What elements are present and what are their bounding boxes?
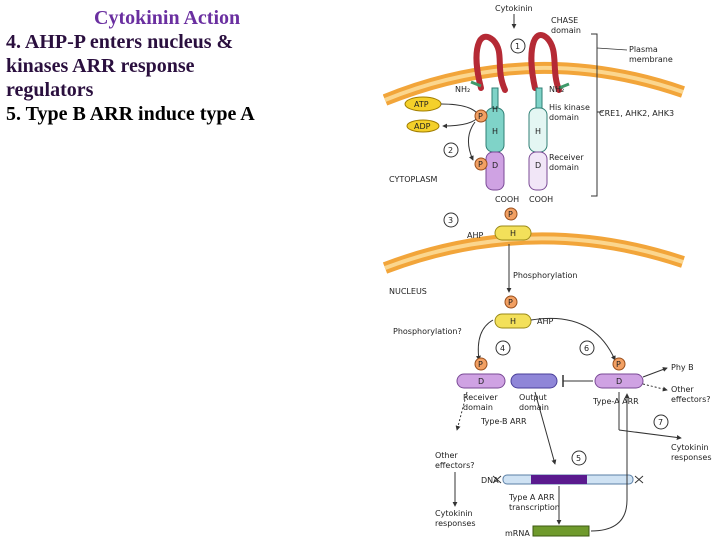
ahp-cytoplasm (494, 225, 532, 241)
svg-text:P: P (478, 112, 483, 121)
dna-label: DNA (481, 476, 499, 485)
plasma-membrane-label-1: Plasma (629, 45, 658, 54)
receptor-bracket (591, 33, 598, 197)
bullet-line-4: 5. Type B ARR induce type A (6, 103, 255, 125)
svg-text:H: H (535, 127, 541, 136)
receiver-label-2: domain (549, 163, 579, 172)
nucleus-label: NUCLEUS (389, 287, 427, 296)
his-kinase-label-2: domain (549, 113, 579, 122)
svg-text:H: H (510, 317, 516, 326)
mrna-bar (532, 525, 590, 537)
phosphorylation-q-label: Phosphorylation? (393, 327, 462, 336)
type-b-receiver-label-2: domain (463, 403, 493, 412)
slide-text: Cytokinin Action 4. AHP-P enters nucleus… (6, 6, 376, 126)
ahp-label-cyto: AHP (467, 231, 483, 240)
chase-loop-left (473, 33, 508, 93)
nh2-right: NH₂ (549, 85, 564, 94)
cytoplasm-label: CYTOPLASM (389, 175, 438, 184)
phospho-ahp-cyto (504, 207, 518, 221)
chase-loop-right (528, 32, 562, 93)
svg-text:P: P (478, 360, 483, 369)
svg-text:D: D (535, 161, 541, 170)
type-b-receiver-label-1: Receiver (463, 393, 498, 402)
receiver-left (485, 151, 505, 191)
phospho-his-receptor (474, 109, 488, 123)
svg-text:D: D (478, 377, 484, 386)
bullet-line-1: 4. AHP-P enters nucleus & (6, 31, 234, 53)
cytokinin-signaling-diagram: Cytokinin CHASE domain 1 NH₂ NH₂ H H H H… (383, 4, 712, 538)
step-2-marker (443, 142, 459, 158)
ahp-nucleus (494, 313, 532, 329)
other-effectors-left-1: Other (435, 451, 458, 460)
type-a-arr (594, 373, 644, 389)
transcription-label-2: transcription (509, 503, 560, 512)
svg-text:1: 1 (515, 42, 520, 51)
ahp-label-nuc: AHP (537, 317, 553, 326)
other-effectors-left-2: effectors? (435, 461, 475, 470)
cooh-right: COOH (529, 195, 553, 204)
chase-label-1: CHASE (551, 16, 578, 25)
atp-transfer-arrow (440, 103, 480, 129)
step-5-marker (571, 450, 587, 466)
cytokinin-responses-right-2: responses (671, 453, 712, 462)
phospho-type-a (612, 357, 626, 371)
plasma-membrane-label-2: membrane (629, 55, 673, 64)
step-7-marker (653, 414, 669, 430)
svg-text:ATP: ATP (414, 100, 429, 109)
type-b-output (510, 373, 558, 389)
svg-text:H: H (492, 127, 498, 136)
svg-text:P: P (478, 160, 483, 169)
other-effectors-right-2: effectors? (671, 395, 711, 404)
type-b-arr-label: Type-B ARR (480, 417, 527, 426)
mrna-to-type-a-arrow (590, 393, 630, 532)
type-b-receiver (456, 373, 506, 389)
bullet-line-3: regulators (6, 79, 94, 101)
type-a-arr-label: Type-A ARR (592, 397, 639, 406)
svg-text:5: 5 (576, 454, 581, 463)
svg-text:D: D (492, 161, 498, 170)
cytokinin-responses-left-2: responses (435, 519, 476, 528)
dna-type-a-gene (531, 475, 587, 484)
svg-text:P: P (508, 298, 513, 307)
svg-text:P: P (508, 210, 513, 219)
step-4-marker (495, 340, 511, 356)
svg-text:H: H (510, 229, 516, 238)
svg-text:3: 3 (448, 216, 453, 225)
receptors-label: CRE1, AHK2, AHK3 (599, 109, 674, 118)
cytokinin-responses-right-1: Cytokinin (671, 443, 709, 452)
svg-text:ADP: ADP (414, 122, 431, 131)
phospho-ahp-nuc (504, 295, 518, 309)
mrna-label: mRNA (505, 529, 530, 538)
phospho-type-b (474, 357, 488, 371)
step-3-marker (443, 212, 459, 228)
output-domain-label-1: Output (519, 393, 547, 402)
nh2-left: NH₂ (455, 85, 470, 94)
cooh-left: COOH (495, 195, 519, 204)
cytokinin-responses-left-1: Cytokinin (435, 509, 473, 518)
his-kinase-label-1: His kinase (549, 103, 590, 112)
other-effectors-right-1: Other (671, 385, 694, 394)
output-domain-label-2: domain (519, 403, 549, 412)
phy-b-label: Phy B (671, 363, 694, 372)
receiver-label-1: Receiver (549, 153, 584, 162)
chase-label-2: domain (551, 26, 581, 35)
receiver-right (528, 151, 548, 191)
step-1-marker (510, 38, 526, 54)
svg-text:H: H (492, 105, 498, 114)
svg-text:D: D (616, 377, 622, 386)
svg-text:7: 7 (658, 418, 663, 427)
svg-text:P: P (616, 360, 621, 369)
svg-text:2: 2 (448, 146, 453, 155)
cytokinin-label: Cytokinin (495, 4, 533, 13)
transcription-label-1: Type A ARR (508, 493, 555, 502)
bullet-line-2: kinases ARR response (6, 55, 195, 77)
slide-title: Cytokinin Action (94, 7, 241, 29)
svg-text:4: 4 (500, 344, 505, 353)
nuclear-envelope-inner (384, 236, 684, 270)
svg-text:6: 6 (584, 344, 589, 353)
adp-badge (406, 119, 440, 133)
step-6-marker (579, 340, 595, 356)
phosphorylation-label: Phosphorylation (513, 271, 577, 280)
phospho-asp-receptor (474, 157, 488, 171)
